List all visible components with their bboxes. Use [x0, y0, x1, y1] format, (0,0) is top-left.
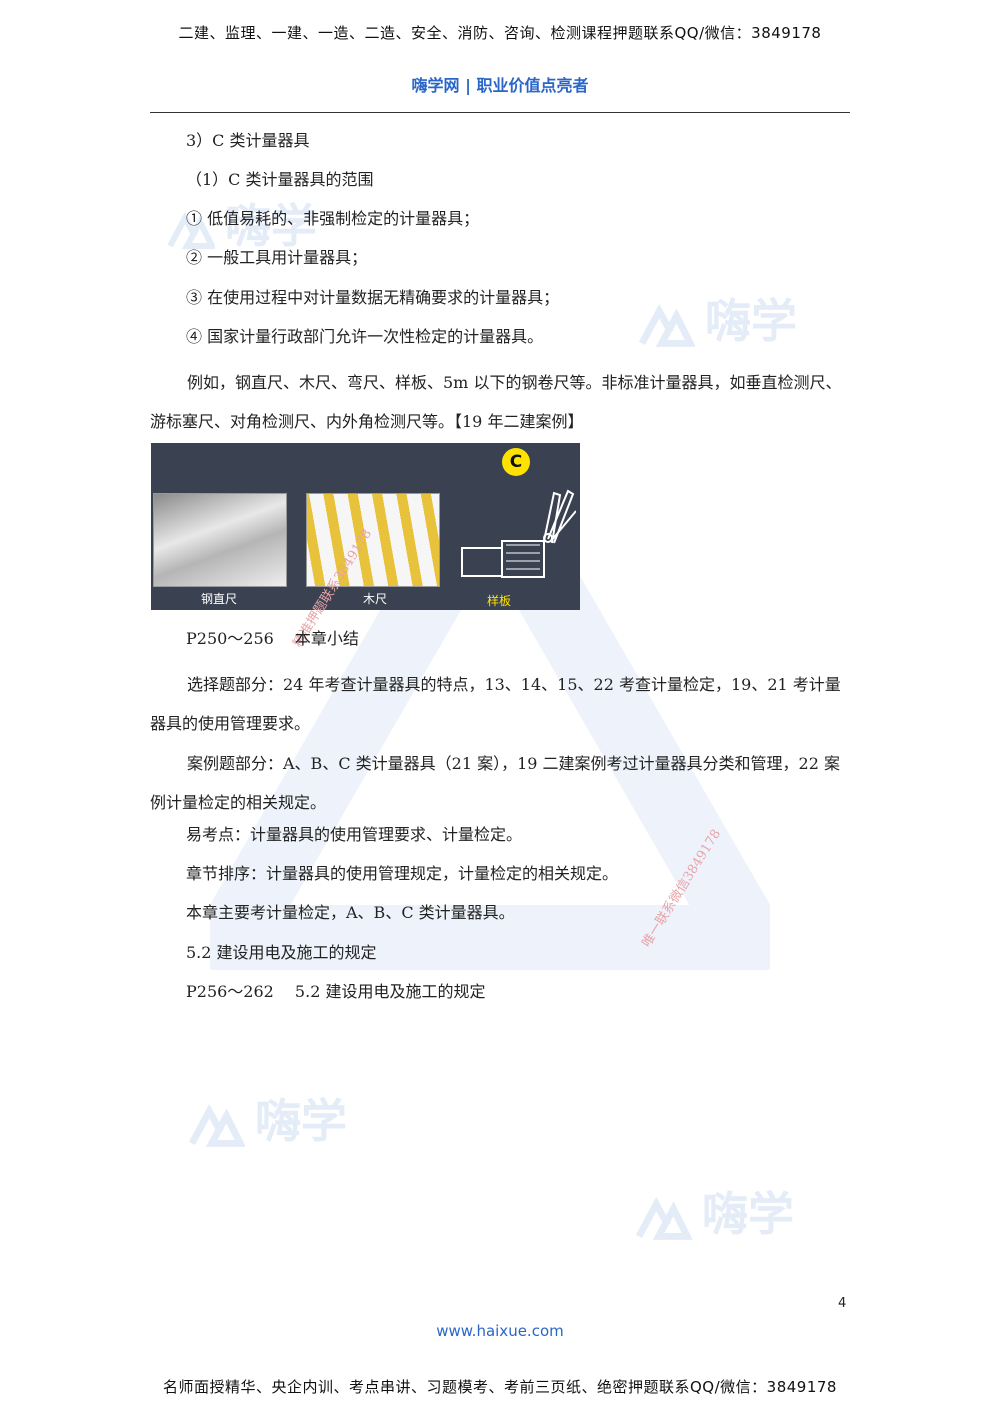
watermark-logo: 嗨学 [635, 285, 797, 351]
list-item: ④ 国家计量行政部门允许一次性检定的计量器具。 [186, 327, 544, 346]
section-pages-5-2: P256～262 5.2 建设用电及施工的规定 [186, 982, 486, 1001]
list-item: ③ 在使用过程中对计量数据无精确要求的计量器具； [186, 288, 560, 307]
list-item: ① 低值易耗的、非强制检定的计量器具； [186, 209, 480, 228]
page-number: 4 [838, 1296, 847, 1311]
steel-ruler-photo [153, 493, 287, 587]
c-class-badge: C [502, 448, 530, 476]
list-item: ② 一般工具用计量器具； [186, 248, 368, 267]
section-heading-5-2: 5.2 建设用电及施工的规定 [186, 943, 377, 962]
chapter-focus-line: 本章主要考计量检定，A、B、C 类计量器具。 [186, 903, 515, 922]
template-gauge-drawing [461, 489, 576, 578]
example-paragraph: 例如，钢直尺、木尺、弯尺、样板、5m 以下的钢卷尺等。非标准计量器具，如垂直检测… [150, 373, 842, 431]
key-points-line: 易考点：计量器具的使用管理要求、计量检定。 [186, 825, 523, 844]
caption-steel-ruler: 钢直尺 [201, 592, 238, 606]
caption-template: 样板 [487, 594, 512, 608]
header-divider [150, 112, 850, 113]
watermark-logo: 嗨学 [185, 1085, 347, 1151]
case-section-paragraph: 案例题部分：A、B、C 类计量器具（21 案），19 二建案例考过计量器具分类和… [150, 754, 840, 812]
site-title: 嗨学网 | 职业价值点亮者 [411, 76, 589, 95]
bottom-banner: 名师面授精华、央企内训、考点串讲、习题模考、考前三页纸、绝密押题联系QQ/微信：… [163, 1378, 837, 1396]
chapter-summary-heading: P250～256 本章小结 [186, 629, 359, 648]
heading-c-class: 3）C 类计量器具 [186, 131, 310, 150]
site-url-link[interactable]: www.haixue.com [436, 1322, 564, 1340]
wooden-ruler-photo [306, 493, 440, 587]
subheading-range: （1）C 类计量器具的范围 [186, 170, 374, 189]
caption-wooden-ruler: 木尺 [363, 592, 388, 606]
watermark-logo: 嗨学 [632, 1178, 794, 1244]
choice-section-paragraph: 选择题部分：24 年考查计量器具的特点，13、14、15、22 考查计量检定，1… [150, 675, 841, 733]
watermark-logo: 嗨学 [165, 190, 317, 256]
top-banner: 二建、监理、一建、一造、二造、安全、消防、咨询、检测课程押题联系QQ/微信：38… [178, 24, 822, 42]
chapter-order-line: 章节排序：计量器具的使用管理规定，计量检定的相关规定。 [186, 864, 619, 883]
c-class-tools-figure: 钢直尺 木尺 C 样板 [151, 443, 580, 610]
watermark-triangle [210, 470, 770, 970]
